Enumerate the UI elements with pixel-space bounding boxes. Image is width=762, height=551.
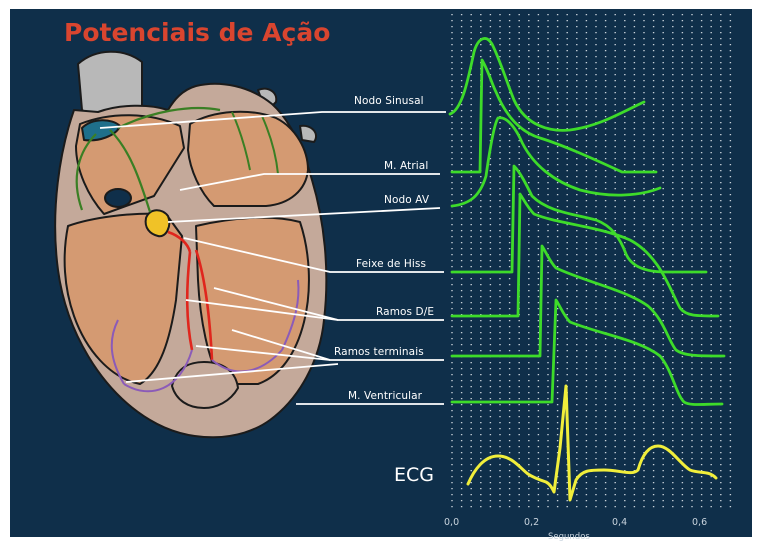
pointer-lines [99, 111, 446, 405]
trace-ramos-terminais [450, 244, 726, 358]
trace-nodo-sinusal [448, 37, 646, 132]
pointer-ramos-terminais-2 [195, 345, 331, 361]
left-ventricle [195, 216, 310, 385]
atrial-path-b [261, 115, 279, 175]
pointer-m-atrial [179, 173, 440, 191]
ecg-trace [466, 384, 718, 502]
tick-label: 0,2 [524, 517, 540, 528]
pointer-ramos-de-2 [213, 287, 339, 321]
ecg-label: ECG [394, 464, 434, 486]
label-m-atrial: M. Atrial [384, 160, 429, 172]
trace-m-ventricular [450, 298, 724, 406]
action-potential-traces [448, 37, 726, 406]
trace-m-atrial [450, 58, 658, 174]
internodal-path-2 [109, 129, 152, 213]
label-nodo-sinusal: Nodo Sinusal [354, 95, 424, 107]
purkinje-left [123, 349, 193, 393]
trace-feixe-de-hiss [450, 164, 708, 274]
purkinje-right-up [281, 279, 300, 351]
trace-nodo-av [450, 116, 662, 208]
trace-ramos-de [450, 192, 720, 318]
pointer-nodo-sinusal [99, 111, 446, 129]
label-nodo-av: Nodo AV [384, 194, 430, 206]
page-title: Potenciais de Ação [64, 18, 331, 47]
purkinje-left-up [110, 319, 125, 385]
tick-label: 0,0 [444, 517, 460, 528]
left-bundle-branch [185, 251, 194, 351]
pointer-feixe-de-hiss [183, 237, 444, 273]
pointer-ramos-terminais-3 [125, 363, 339, 383]
vena-cava-opening [104, 188, 132, 208]
atrial-path-a [231, 111, 251, 171]
tick-label: 0,6 [692, 517, 708, 528]
bachmann-bundle [117, 106, 221, 129]
heart-illustration [54, 50, 328, 439]
label-feixe-de-hiss: Feixe de Hiss [356, 258, 427, 270]
right-ventricle [63, 212, 183, 385]
vessel-right-mid [299, 124, 318, 143]
pointer-nodo-av [167, 207, 441, 223]
av-node [144, 209, 171, 238]
label-ramos-terminais: Ramos terminais [334, 346, 424, 358]
axis-title: Segundos [548, 532, 590, 542]
bundle-of-his [167, 230, 192, 253]
label-ramos-de: Ramos D/E [376, 306, 435, 318]
tick-label: 0,4 [612, 517, 628, 528]
label-m-ventricular: M. Ventricular [348, 390, 423, 402]
internodal-path-1 [75, 133, 97, 211]
